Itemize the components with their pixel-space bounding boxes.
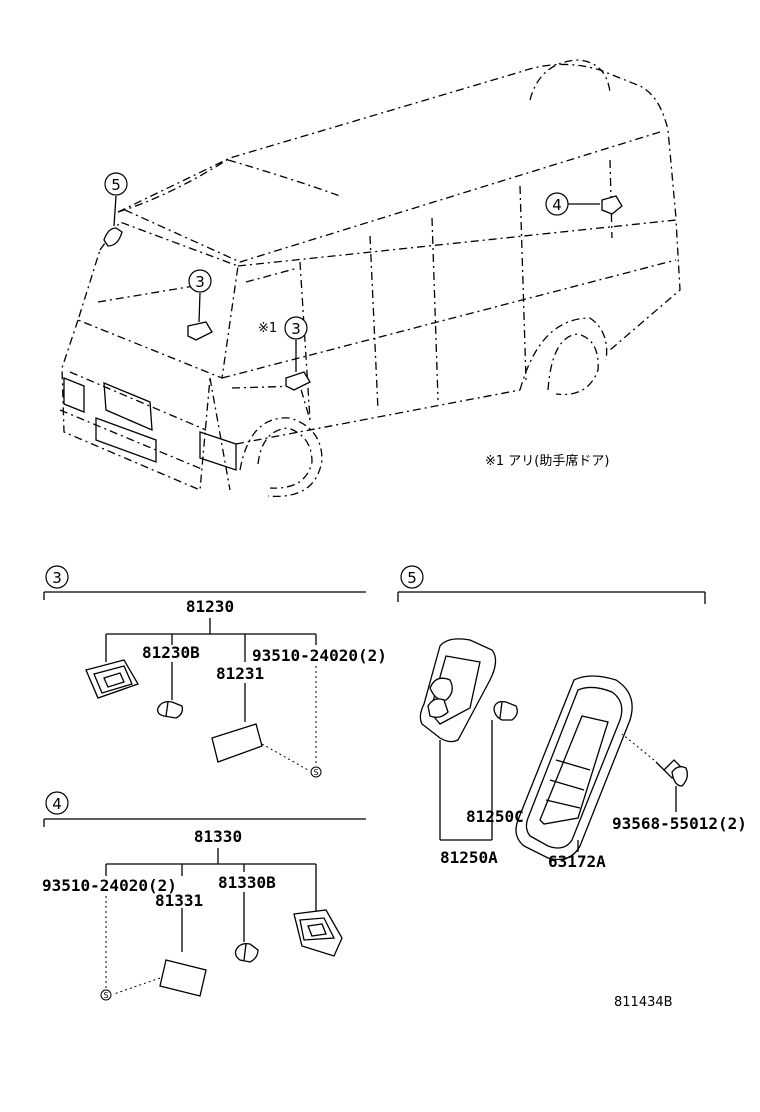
lamp-housing-81250A [419,638,497,743]
section-4: 4 81330 93510-24020(2) 81330B 81331 S [42,791,366,1001]
bulb-81330B [234,942,259,963]
screw-mark-sec4: S [103,991,108,1000]
part-93510-24020-sec4: 93510-24020(2) [42,876,177,895]
part-81330B: 81330B [218,873,276,892]
section-3-callout: 3 [52,569,62,587]
bulb-81250C [493,700,518,721]
part-93568-55012: 93568-55012(2) [612,814,747,833]
bulb-81230B [156,700,184,719]
van-illustration [59,59,681,497]
part-81230: 81230 [186,597,234,616]
section-5: 5 [397,565,747,871]
passenger-door-note: ※1 アリ(助手席ドア) [485,453,609,469]
section-5-callout: 5 [407,569,417,587]
part-81231: 81231 [216,664,264,683]
callout-4-van: 4 [545,192,569,216]
part-81331: 81331 [155,891,203,910]
svg-text:5: 5 [111,176,121,194]
part-93510-24020-sec3: 93510-24020(2) [252,646,387,665]
svg-text:3: 3 [291,320,301,338]
section-3: 3 81230 81230B 81231 93510-24020(2) [43,565,387,778]
part-81230B: 81230B [142,643,200,662]
lamp-housing-81230 [85,659,139,699]
figure-code: 811434B [614,995,673,1010]
callout-5-van: 5 [104,172,128,196]
screw-mark-sec3: S [313,768,318,777]
section-4-callout: 4 [52,795,62,813]
svg-text:4: 4 [552,196,562,214]
lens-81331 [159,959,207,997]
svg-text:3: 3 [195,273,205,291]
callout-3-windshield: 3 [188,269,212,293]
svg-text:※1: ※1 [258,321,277,336]
lens-81231 [211,723,263,763]
lamp-housing-81330 [293,909,343,957]
part-81250A: 81250A [440,848,498,867]
bezel-63172A [515,675,633,861]
part-63172A: 63172A [548,852,606,871]
part-81330: 81330 [194,827,242,846]
screw-93568-55012 [655,759,688,787]
callout-3-door: ※1 3 [258,316,308,340]
part-81250C: 81250C [466,807,524,826]
